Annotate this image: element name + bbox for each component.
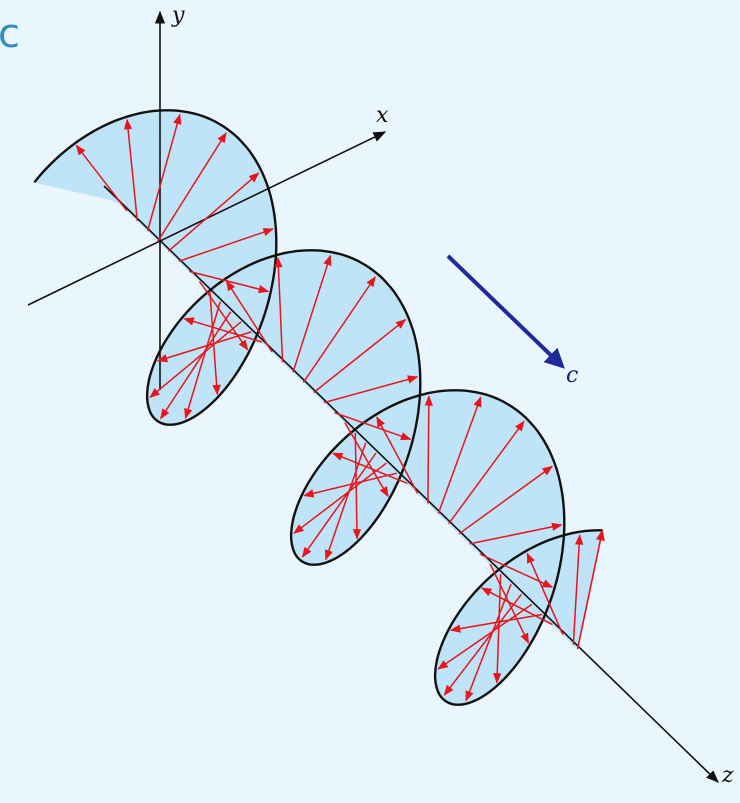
field-vector	[123, 118, 139, 221]
field-vector	[293, 462, 387, 534]
field-vector	[301, 452, 377, 558]
field-vector	[183, 317, 263, 343]
field-vector	[75, 144, 128, 212]
field-vector	[332, 452, 408, 484]
z-axis	[103, 185, 719, 783]
field-vector	[274, 256, 284, 363]
field-vector	[167, 172, 260, 252]
field-vector	[184, 301, 222, 420]
helix-curve	[33, 109, 603, 706]
field-vector	[437, 396, 482, 514]
propagation-speed-label: c	[566, 363, 578, 388]
field-vector	[149, 321, 242, 398]
field-vector	[178, 228, 274, 263]
field-vector	[465, 583, 512, 702]
field-vector	[489, 563, 530, 644]
corner-text-fragment: c	[0, 11, 20, 57]
field-vector	[572, 534, 584, 645]
field-vector	[303, 472, 397, 498]
field-vector	[448, 420, 525, 525]
field-vector	[302, 276, 376, 383]
field-vector	[437, 603, 533, 670]
helix-loops	[33, 109, 603, 706]
field-vector	[292, 254, 332, 373]
field-vector	[157, 132, 227, 242]
y-axis-label: y	[171, 3, 185, 28]
field-vector	[480, 587, 553, 626]
x-axis-label: x	[376, 103, 389, 128]
field-vector	[458, 465, 553, 535]
field-vector	[225, 280, 273, 353]
field-vector	[146, 113, 182, 232]
field-vector	[334, 411, 412, 441]
field-vector	[443, 593, 522, 696]
field-vector	[526, 552, 564, 636]
field-vector	[198, 281, 249, 351]
field-vector	[323, 375, 419, 404]
propagation-direction-arrow	[446, 254, 565, 369]
field-vector	[576, 529, 605, 650]
z-axis-label: z	[721, 763, 734, 788]
field-vector	[449, 613, 543, 633]
field-vector	[313, 318, 407, 394]
field-vector	[493, 574, 502, 684]
field-vector	[424, 395, 434, 504]
field-vector	[376, 416, 419, 494]
field-vector	[156, 331, 252, 363]
field-vectors	[75, 113, 605, 702]
field-vector	[344, 422, 389, 498]
field-vector	[324, 442, 367, 561]
field-vector	[469, 522, 563, 545]
